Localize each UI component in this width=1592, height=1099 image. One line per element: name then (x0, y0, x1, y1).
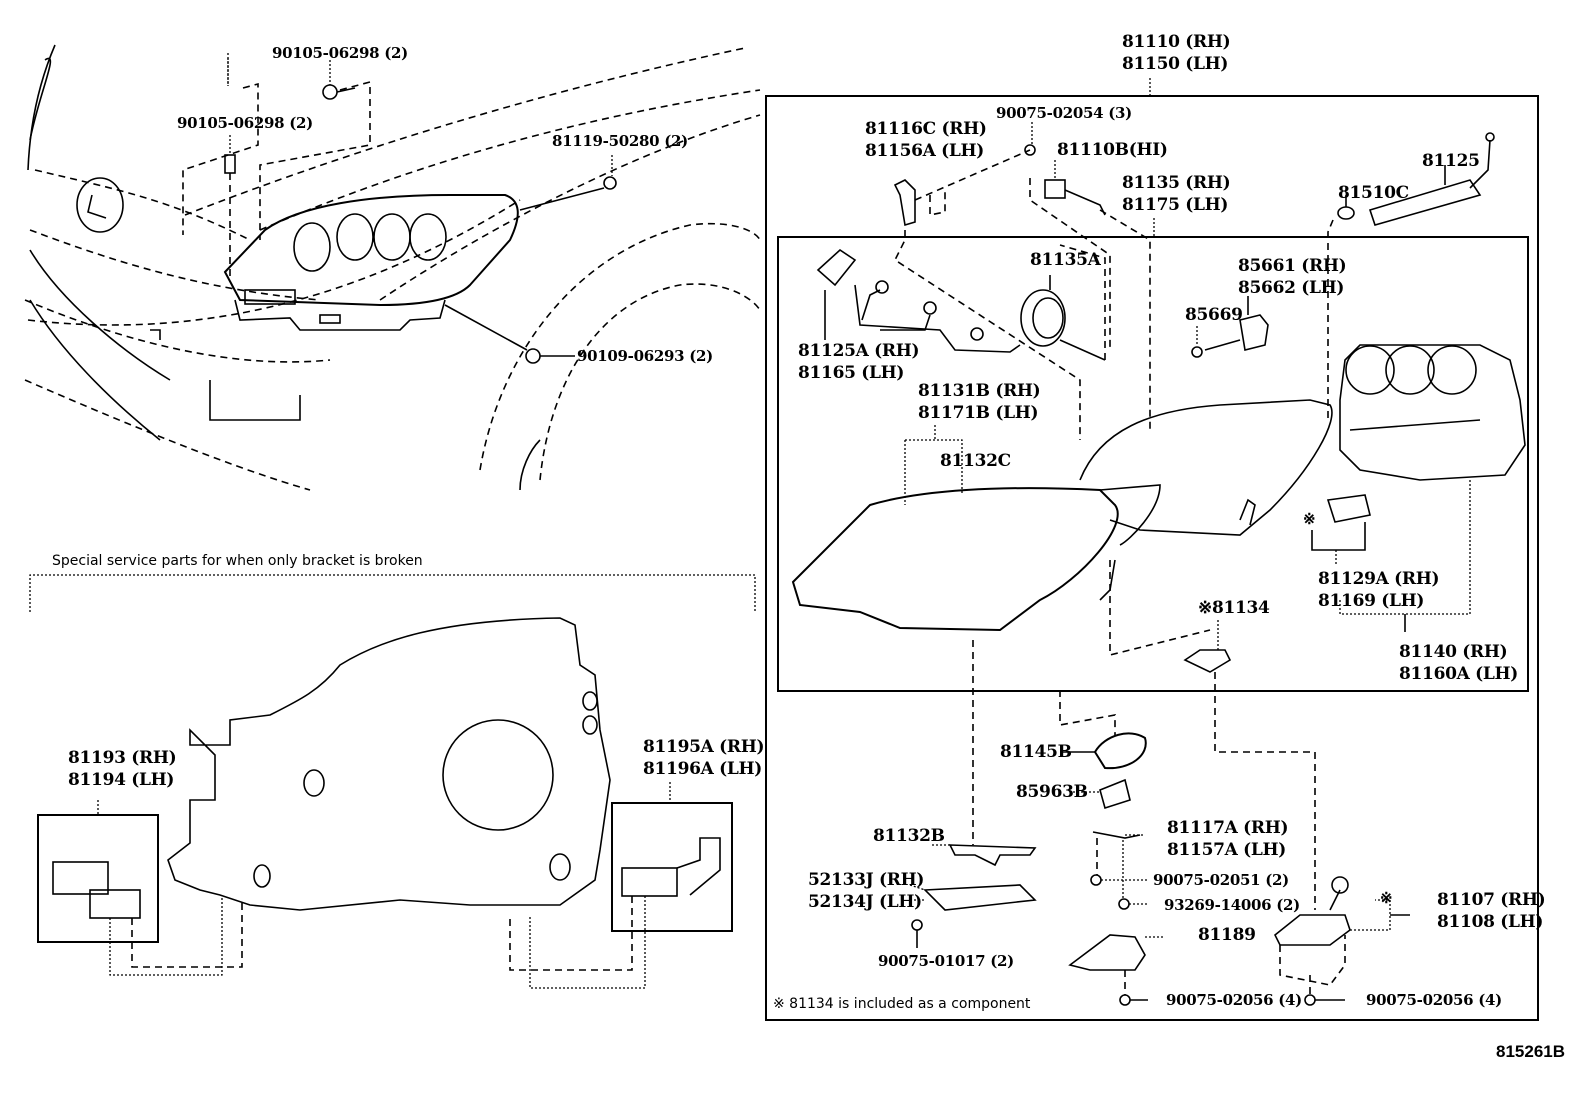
label-bulb-hi: 81110B(HI) (1057, 140, 1168, 160)
label-lens-housing-rh: 81131B (RH) (918, 381, 1041, 401)
label-bracket-right-lh: 81196A (LH) (643, 759, 763, 779)
bolt-left-icon (224, 154, 236, 280)
label-unit-sub-lh: 81175 (LH) (1122, 195, 1229, 215)
label-leveling-motor-rh: 85661 (RH) (1238, 256, 1347, 276)
label-bolt-lower: 90109-06293 (2) (577, 347, 713, 365)
label-bracket-left-rh: 81193 (RH) (68, 748, 177, 768)
reflector-drawing (1339, 344, 1526, 481)
bolt-upper-icon (227, 53, 356, 100)
label-ballast-lh: 81108 (LH) (1437, 912, 1544, 932)
label-computer-rh: 81129A (RH) (1318, 569, 1440, 589)
label-screw-14006: 93269-14006 (2) (1164, 896, 1300, 914)
label-cover-81189: 81189 (1198, 925, 1256, 945)
label-retainer-lh: 52134J (LH) (808, 892, 922, 912)
label-reflector-rh: 81140 (RH) (1399, 642, 1508, 662)
vehicle-front-drawing (24, 44, 761, 491)
label-bracket-left-lh: 81194 (LH) (68, 770, 175, 790)
label-bracket-b: 81132B (873, 826, 945, 846)
label-cover-plate-lh: 81157A (LH) (1167, 840, 1287, 860)
bracket-kit-drawing (29, 574, 756, 989)
drawing-code: 815261B (1496, 1042, 1566, 1061)
label-o-ring: 85669 (1185, 305, 1243, 325)
label-assembly-lh: 81150 (LH) (1122, 54, 1229, 74)
label-clip: 81119-50280 (2) (552, 132, 688, 150)
bolt-lower-icon (444, 304, 575, 364)
label-screw-3: 90075-02054 (3) (996, 104, 1132, 122)
label-actuator: 81125 (1422, 151, 1480, 171)
label-protector: 85963B (1016, 782, 1088, 802)
label-ballast-rh: 81107 (RH) (1437, 890, 1546, 910)
label-screw-02056-a: 90075-02056 (4) (1166, 991, 1302, 1009)
label-cap: 81135A (1030, 250, 1101, 270)
headlamp-assembly-drawing (765, 78, 1539, 1021)
asterisk-ballast-icon: ※ (1380, 889, 1393, 907)
label-computer-lh: 81169 (LH) (1318, 591, 1425, 611)
label-gasket-b: 81145B (1000, 742, 1072, 762)
label-bracket-right-rh: 81195A (RH) (643, 737, 765, 757)
label-screw-02056-b: 90075-02056 (4) (1366, 991, 1502, 1009)
label-bracket-support-rh: 81116C (RH) (865, 119, 987, 139)
label-assembly-rh: 81110 (RH) (1122, 32, 1231, 52)
bracket-kit-title: Special service parts for when only brac… (52, 553, 423, 569)
clip-icon (519, 155, 617, 211)
footnote: ※ 81134 is included as a component (773, 996, 1031, 1012)
label-socket: 81510C (1338, 183, 1409, 203)
label-retainer-rh: 52133J (RH) (808, 870, 925, 890)
label-reflector-lh: 81160A (LH) (1399, 664, 1519, 684)
label-bolt-upper: 90105-06298 (2) (272, 44, 408, 62)
label-unit-sub-rh: 81135 (RH) (1122, 173, 1231, 193)
label-gasket-asterisk: ※81134 (1198, 598, 1270, 618)
assembly-outer-box (765, 95, 1539, 1021)
label-leveling-motor-lh: 85662 (LH) (1238, 278, 1345, 298)
label-bracket-support-lh: 81156A (LH) (865, 141, 985, 161)
label-bolt-left: 90105-06298 (2) (177, 114, 313, 132)
label-screw-02051: 90075-02051 (2) (1153, 871, 1289, 889)
label-cover-plate-rh: 81117A (RH) (1167, 818, 1289, 838)
label-gasket-lens: 81132C (940, 451, 1011, 471)
asterisk-computer-icon: ※ (1303, 510, 1316, 528)
label-wire-lh: 81165 (LH) (798, 363, 905, 383)
bracket-right-box (611, 802, 733, 932)
bracket-left-box (37, 814, 159, 943)
label-screw-01017: 90075-01017 (2) (878, 952, 1014, 970)
label-lens-housing-lh: 81171B (LH) (918, 403, 1039, 423)
headlamp-on-vehicle (223, 194, 519, 331)
assembly-inner-box (777, 236, 1529, 692)
label-wire-rh: 81125A (RH) (798, 341, 920, 361)
